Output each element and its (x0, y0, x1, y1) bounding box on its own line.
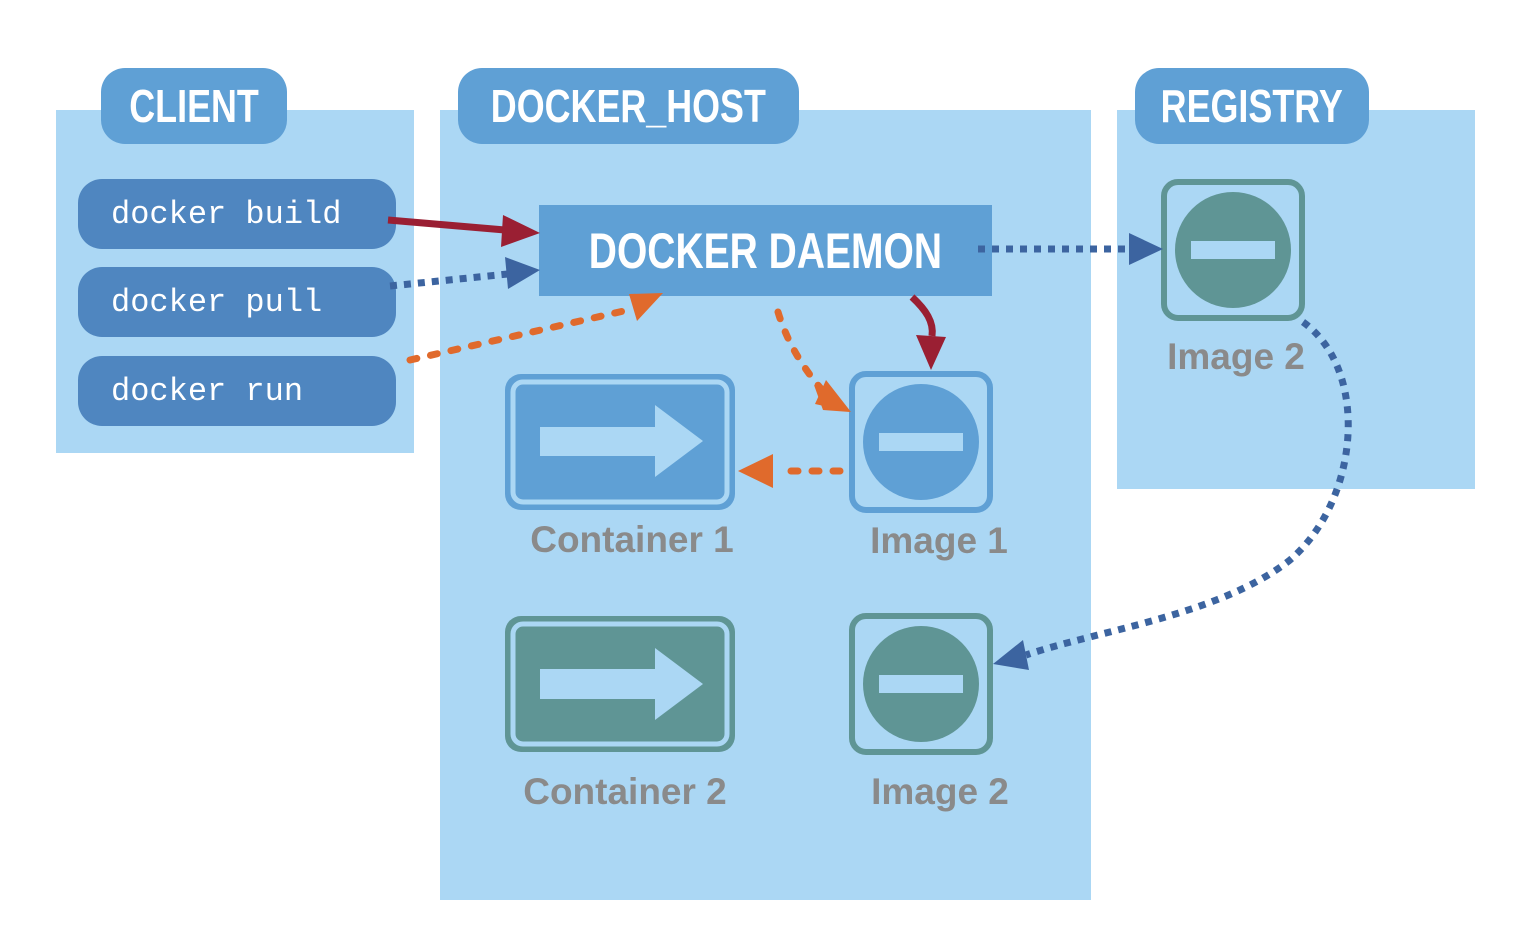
build-image-arrow (909, 294, 946, 370)
image-2-registry-label: Image 2 (1167, 336, 1305, 377)
create-container-arrow (738, 454, 844, 488)
container-1-label: Container 1 (530, 519, 734, 560)
run-image-arrow (774, 308, 851, 412)
container-2-icon (505, 616, 735, 752)
push-arrow (978, 233, 1163, 265)
image-2-host-icon (849, 613, 993, 755)
registry-title: REGISTRY (1135, 68, 1369, 144)
minus-circle-icon (879, 433, 963, 451)
registry-panel (1117, 110, 1475, 489)
pull-image-arrow (993, 319, 1352, 670)
minus-circle-icon (1191, 241, 1275, 259)
container-2-label: Container 2 (523, 771, 727, 812)
image-2-host-label: Image 2 (871, 771, 1009, 812)
docker-pull-command: docker pull (78, 267, 396, 337)
image-1-icon (849, 371, 993, 513)
docker-run-command: docker run (78, 356, 396, 426)
container-1-icon (505, 374, 735, 510)
build-arrow (387, 215, 540, 247)
pull-arrow (389, 257, 540, 290)
client-title: CLIENT (101, 68, 287, 144)
docker-host-title: DOCKER_HOST (458, 68, 799, 144)
run-arrow (406, 293, 663, 364)
arrow-right-icon (540, 405, 703, 477)
docker-daemon: DOCKER DAEMON (539, 205, 992, 296)
image-2-registry-icon (1161, 179, 1305, 321)
arrow-right-icon (540, 648, 703, 720)
image-1-label: Image 1 (870, 520, 1008, 561)
docker-build-command: docker build (78, 179, 396, 249)
minus-circle-icon (879, 675, 963, 693)
